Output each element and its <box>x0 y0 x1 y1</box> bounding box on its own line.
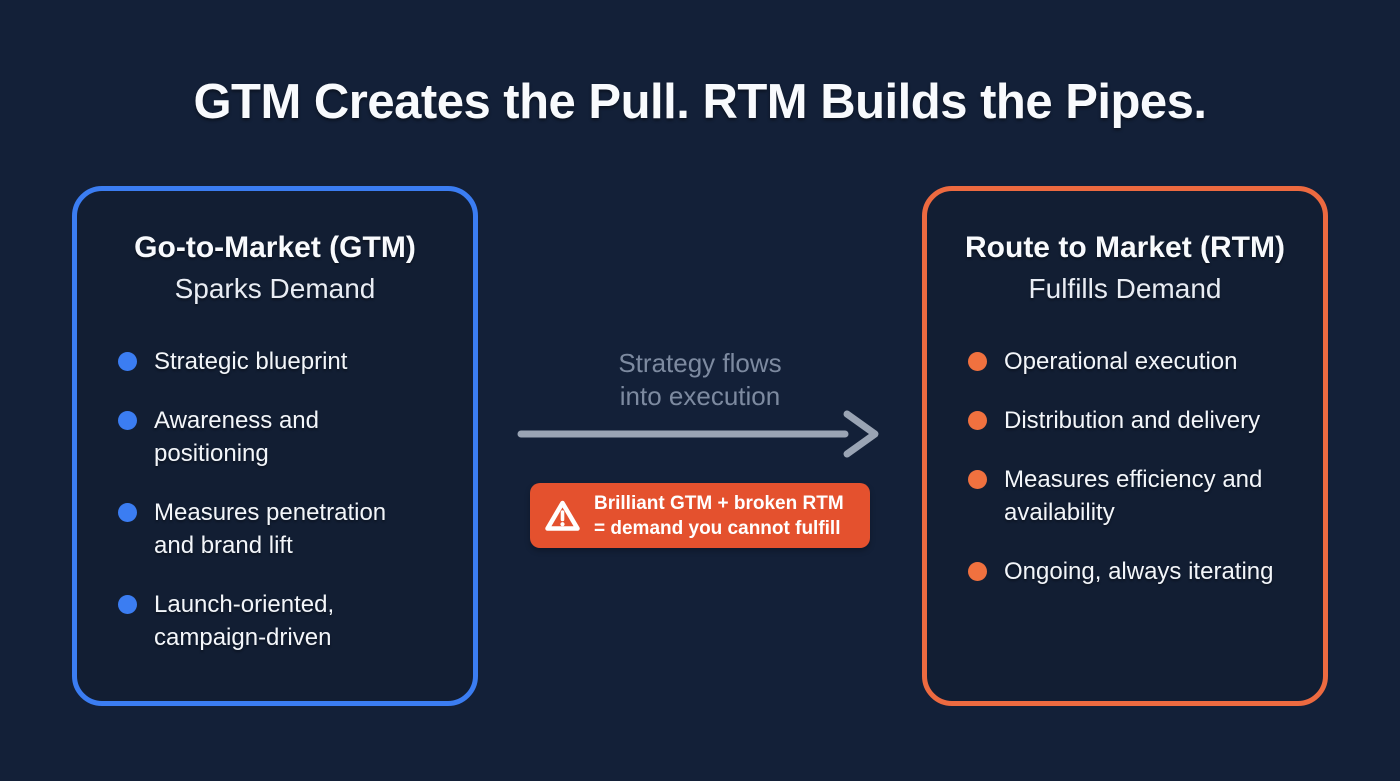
list-item: Awareness and positioning <box>118 404 473 470</box>
gtm-bullet-list: Strategic blueprint Awareness and positi… <box>77 345 473 654</box>
bullet-dot-icon <box>968 470 987 489</box>
rtm-card-subtitle: Fulfills Demand <box>1028 273 1222 304</box>
list-item: Launch-oriented, campaign-driven <box>118 588 473 654</box>
list-item: Ongoing, always iterating <box>968 555 1323 588</box>
bullet-label: Distribution and delivery <box>1004 407 1261 434</box>
bullet-label: Measures penetration and brand lift <box>154 499 387 559</box>
flow-label: Strategy flows into execution <box>618 348 782 411</box>
bullet-label: Awareness and positioning <box>154 407 319 467</box>
rtm-card-title: Route to Market (RTM) <box>965 231 1285 264</box>
right-arrow-icon <box>517 410 879 458</box>
bullet-label: Launch-oriented, campaign-driven <box>154 591 335 651</box>
warning-triangle-icon <box>545 500 580 531</box>
page-title: GTM Creates the Pull. RTM Builds the Pip… <box>193 75 1207 129</box>
rtm-bullet-list: Operational execution Distribution and d… <box>927 345 1323 588</box>
bullet-label: Ongoing, always iterating <box>1004 558 1274 585</box>
bullet-dot-icon <box>118 411 137 430</box>
bullet-dot-icon <box>118 595 137 614</box>
gtm-card: Go-to-Market (GTM) Sparks Demand Strateg… <box>72 186 478 706</box>
list-item: Strategic blueprint <box>118 345 473 378</box>
warning-text: Brilliant GTM + broken RTM = demand you … <box>594 492 844 539</box>
bullet-dot-icon <box>118 503 137 522</box>
list-item: Measures penetration and brand lift <box>118 496 473 562</box>
bullet-label: Strategic blueprint <box>154 348 348 375</box>
bullet-dot-icon <box>968 411 987 430</box>
bullet-dot-icon <box>118 352 137 371</box>
list-item: Distribution and delivery <box>968 404 1323 437</box>
bullet-dot-icon <box>968 562 987 581</box>
gtm-card-subtitle: Sparks Demand <box>174 273 376 304</box>
bullet-label: Operational execution <box>1004 348 1238 375</box>
list-item: Measures efficiency and availability <box>968 463 1323 529</box>
bullet-label: Measures efficiency and availability <box>1004 466 1263 526</box>
bullet-dot-icon <box>968 352 987 371</box>
list-item: Operational execution <box>968 345 1323 378</box>
warning-callout: Brilliant GTM + broken RTM = demand you … <box>530 483 870 548</box>
gtm-card-title: Go-to-Market (GTM) <box>134 231 416 264</box>
rtm-card: Route to Market (RTM) Fulfills Demand Op… <box>922 186 1328 706</box>
